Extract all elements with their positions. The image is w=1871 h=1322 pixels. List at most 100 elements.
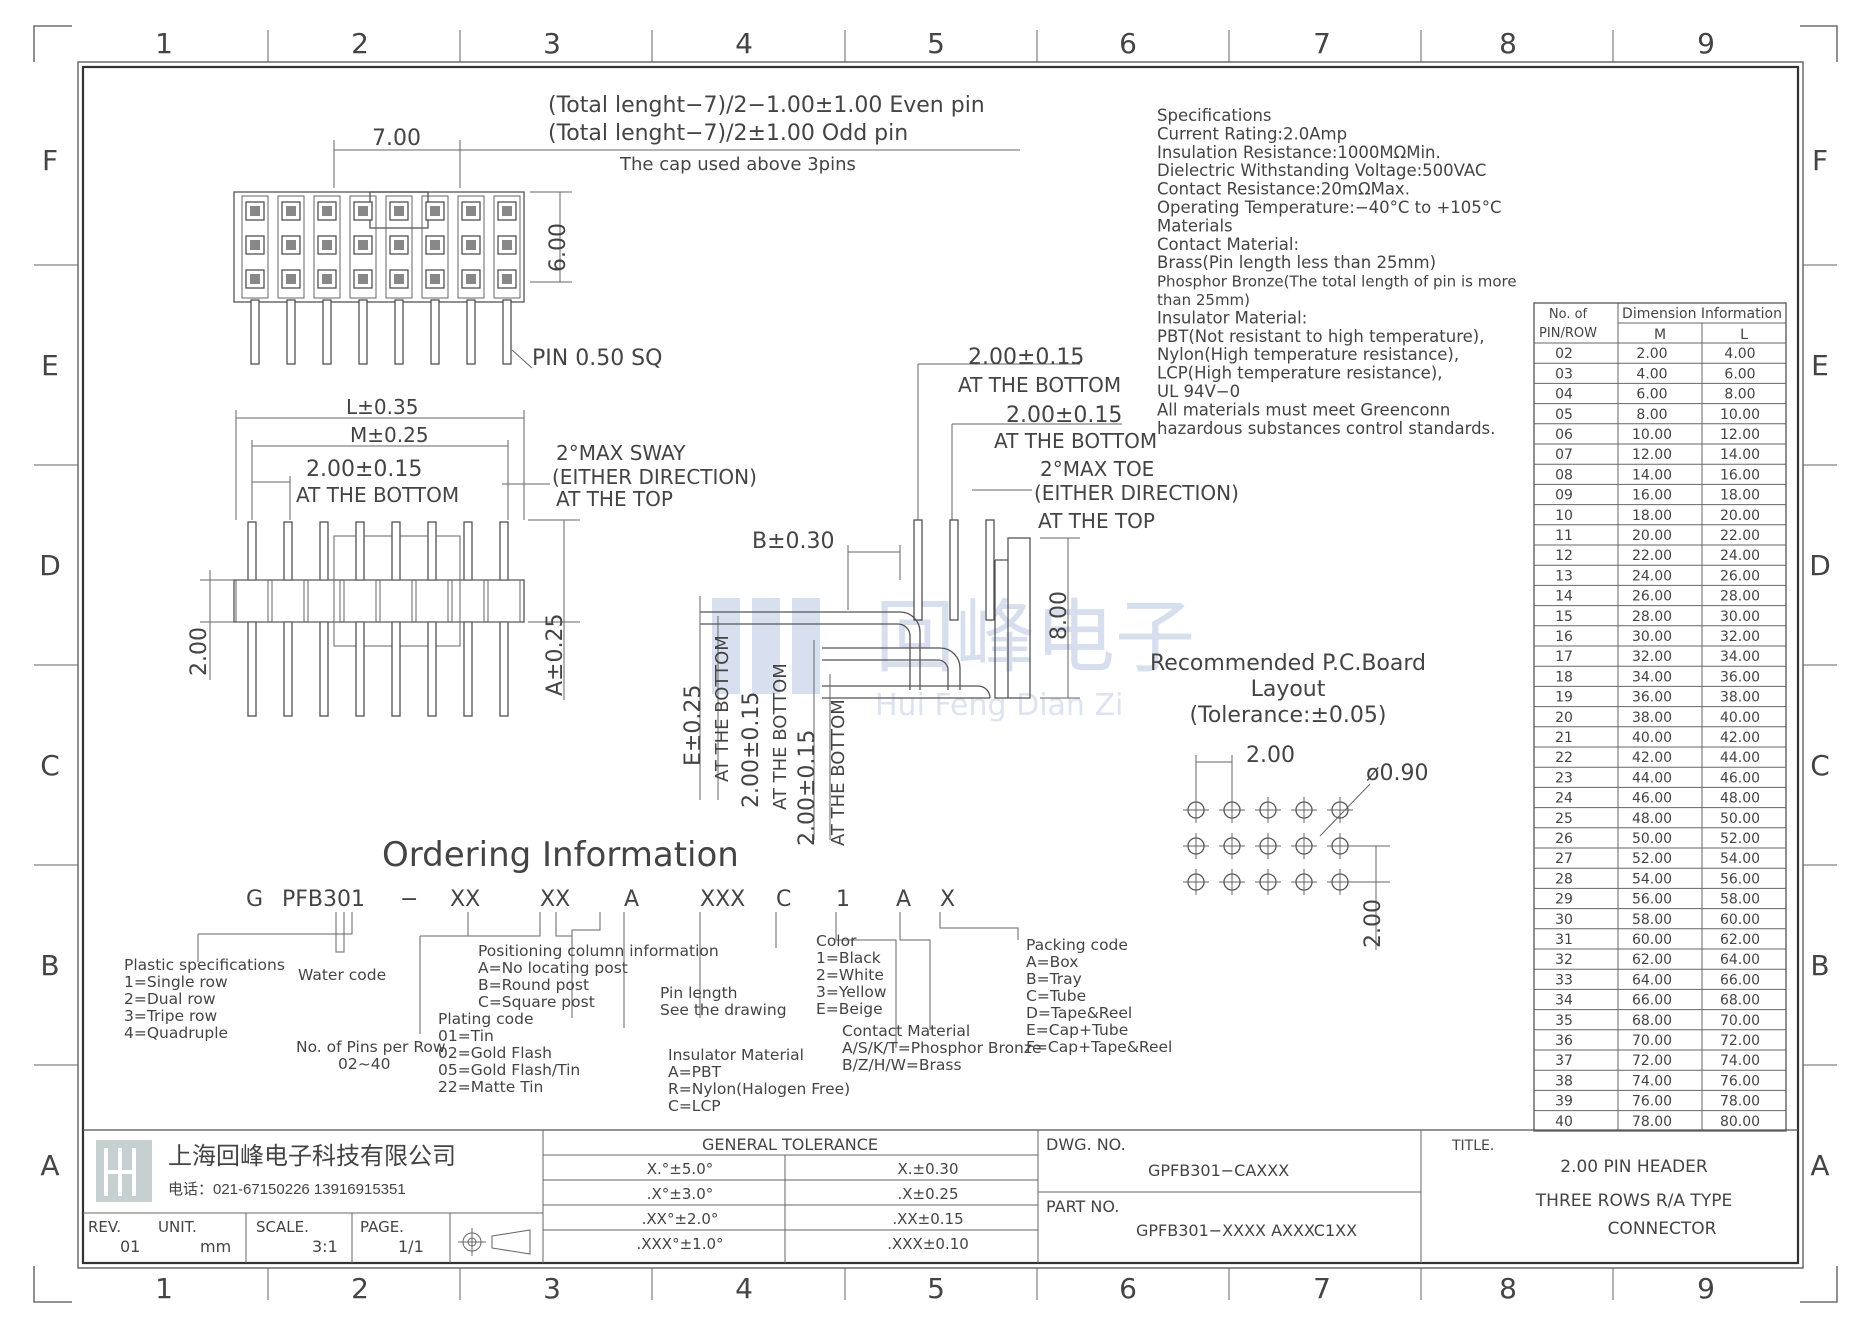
cell-m: 30.00: [1632, 629, 1672, 645]
cell-pins: 16: [1555, 629, 1573, 645]
tolerance-title: GENERAL TOLERANCE: [702, 1135, 878, 1154]
page-label: PAGE.: [360, 1218, 404, 1236]
table-header-no: No. of: [1549, 307, 1588, 322]
cell-l: 50.00: [1720, 811, 1760, 827]
cell-l: 74.00: [1720, 1053, 1760, 1069]
cell-pins: 17: [1555, 649, 1573, 665]
pcb-hole: ø0.90: [1366, 761, 1428, 786]
cell-m: 72.00: [1632, 1053, 1672, 1069]
spec-line: Insulation Resistance:1000MΩMin.: [1157, 143, 1441, 162]
pcb-title-1: Recommended P.C.Board: [1150, 651, 1426, 676]
order-color-line: 3=Yellow: [816, 983, 887, 1001]
col-label: 7: [1313, 27, 1331, 60]
col-label: 7: [1313, 1272, 1331, 1305]
col-label: 5: [927, 27, 945, 60]
cell-l: 18.00: [1720, 488, 1760, 504]
order-code-segment: PFB301: [282, 887, 365, 912]
cell-m: 44.00: [1632, 770, 1672, 786]
col-label: 3: [543, 1272, 561, 1305]
order-plating-line: Plating code: [438, 1010, 534, 1028]
cell-l: 48.00: [1720, 791, 1760, 807]
front-pin-bottom: [247, 621, 257, 717]
cell-l: 66.00: [1720, 972, 1760, 988]
front-pin-bottom: [463, 621, 473, 717]
sway-note-3: AT THE TOP: [556, 487, 673, 511]
cell-pins: 15: [1555, 609, 1573, 625]
row-label: D: [1809, 549, 1831, 582]
order-insulator-line: C=LCP: [668, 1097, 721, 1115]
sway-note-1: 2°MAX SWAY: [556, 441, 686, 465]
table-header-l: L: [1740, 327, 1748, 343]
order-packing-line: F=Cap+Tape&Reel: [1026, 1038, 1172, 1056]
dwg-label: DWG. NO.: [1046, 1135, 1126, 1154]
order-code-segment: XX: [450, 887, 480, 912]
side-d2-note: AT THE BOTTOM: [994, 429, 1157, 453]
side-d1: 2.00±0.15: [968, 345, 1084, 370]
row-label: C: [1810, 749, 1830, 782]
order-code-segment: G: [246, 887, 263, 912]
spec-line: Contact Material:: [1157, 235, 1299, 254]
cell-l: 32.00: [1720, 629, 1760, 645]
order-pinlen-line: Pin length: [660, 984, 737, 1002]
row-label: A: [1810, 1149, 1829, 1182]
order-contact-line: B/Z/H/W=Brass: [842, 1056, 962, 1074]
cell-l: 52.00: [1720, 831, 1760, 847]
cell-m: 6.00: [1636, 387, 1667, 403]
order-code-segment: A: [896, 887, 911, 912]
order-code-segment: −: [400, 887, 418, 912]
spec-line: Materials: [1157, 216, 1233, 235]
order-plastic-line: 1=Single row: [124, 973, 228, 991]
left-dim: 2.00: [187, 627, 212, 676]
cell-m: 12.00: [1632, 447, 1672, 463]
tolerance-linear: X.±0.30: [897, 1160, 958, 1178]
cell-pins: 29: [1555, 892, 1573, 908]
order-code-segment: XXX: [700, 887, 745, 912]
company-phone: 电话：021-67150226 13916915351: [168, 1181, 406, 1198]
cell-l: 38.00: [1720, 690, 1760, 706]
pcb-title-2: Layout: [1251, 677, 1326, 702]
table-header-dimension: Dimension Information: [1622, 306, 1782, 322]
cell-pins: 05: [1555, 407, 1573, 423]
dwg-number: GPFB301−CAXXX: [1148, 1161, 1289, 1180]
col-label: 1: [155, 1272, 173, 1305]
col-label: 6: [1119, 1272, 1137, 1305]
cell-m: 68.00: [1632, 1013, 1672, 1029]
col-label: 8: [1499, 1272, 1517, 1305]
width-dim: 7.00: [372, 126, 421, 151]
front-pin-bottom: [499, 621, 509, 717]
order-position-line: C=Square post: [478, 993, 595, 1011]
cell-m: 36.00: [1632, 690, 1672, 706]
cell-pins: 39: [1555, 1094, 1573, 1110]
cell-m: 38.00: [1632, 710, 1672, 726]
col-label: 9: [1697, 27, 1715, 60]
order-color-line: Color: [816, 932, 857, 950]
table-header-m: M: [1654, 327, 1666, 343]
cell-m: 70.00: [1632, 1033, 1672, 1049]
cell-m: 64.00: [1632, 972, 1672, 988]
front-pin-top: [391, 521, 401, 581]
side-b: B±0.30: [752, 529, 835, 554]
spec-line: Dielectric Withstanding Voltage:500VAC: [1157, 161, 1486, 180]
side-v2: 2.00±0.15: [795, 730, 820, 846]
cell-pins: 35: [1555, 1013, 1573, 1029]
cell-pins: 10: [1555, 508, 1573, 524]
spec-line: All materials must meet Greenconn: [1157, 400, 1450, 419]
cell-l: 56.00: [1720, 871, 1760, 887]
col-label: 9: [1697, 1272, 1715, 1305]
cell-l: 22.00: [1720, 528, 1760, 544]
side-e: E±0.25: [681, 685, 706, 766]
toe-note-2: (EITHER DIRECTION): [1034, 481, 1239, 505]
top-view-pins: [241, 195, 521, 365]
